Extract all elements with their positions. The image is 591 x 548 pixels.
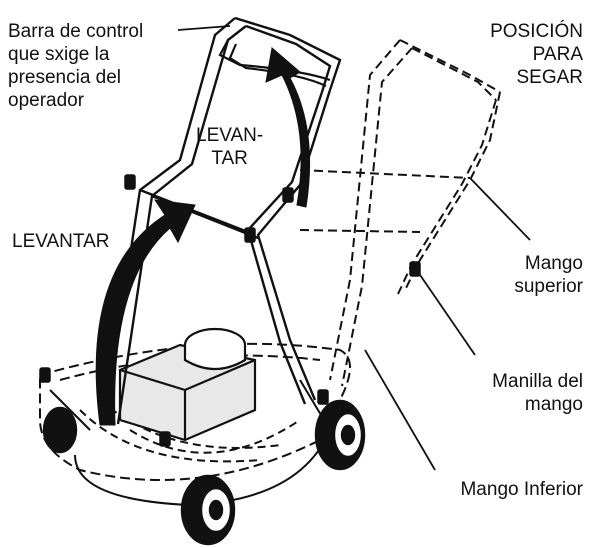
label-mowing-position-line-2: PARA bbox=[532, 44, 583, 65]
label-upper-handle-line-1: Mango bbox=[524, 253, 583, 274]
handle-knobs bbox=[39, 174, 421, 447]
engine bbox=[118, 327, 257, 442]
lift-arrow-left bbox=[95, 199, 196, 426]
label-control-bar-line-3: presencia del bbox=[8, 67, 122, 88]
label-upper-handle-line-2: superior bbox=[514, 276, 583, 297]
lift-arrows bbox=[95, 47, 311, 426]
label-control-bar: Barra de control que sxige la presencia … bbox=[8, 20, 143, 112]
leader-control-bar bbox=[177, 25, 231, 31]
leader-handle-knob bbox=[417, 271, 476, 356]
label-handle-knob-line-1: Manilla del bbox=[492, 371, 583, 392]
label-lift-upper-line-2: TAR bbox=[211, 148, 248, 169]
label-mowing-position-line-3: SEGAR bbox=[516, 67, 583, 88]
label-upper-handle: Mango superior bbox=[514, 252, 583, 298]
label-mowing-position: POSICIÓN PARA SEGAR bbox=[490, 20, 583, 89]
label-mowing-position-line-1: POSICIÓN bbox=[490, 21, 583, 42]
lift-arrow-right bbox=[265, 47, 311, 208]
wheels bbox=[42, 399, 366, 546]
label-lift-upper: LEVAN- TAR bbox=[196, 124, 263, 170]
leader-lower-handle bbox=[364, 349, 436, 471]
leader-upper-handle bbox=[469, 177, 531, 241]
label-lift-left: LEVANTAR bbox=[12, 231, 110, 252]
label-control-bar-line-4: operador bbox=[8, 90, 85, 111]
label-control-bar-line-1: Barra de control bbox=[8, 21, 144, 42]
leader-lines bbox=[177, 25, 531, 471]
label-lift-upper-line-1: LEVAN- bbox=[196, 125, 264, 146]
label-handle-knob: Manilla del mango bbox=[492, 370, 583, 416]
label-control-bar-line-2: que sxige la bbox=[8, 44, 110, 65]
mowing-position-handle bbox=[299, 39, 501, 387]
label-handle-knob-line-2: mango bbox=[524, 394, 583, 415]
label-lower-handle: Mango Inferior bbox=[460, 479, 583, 500]
